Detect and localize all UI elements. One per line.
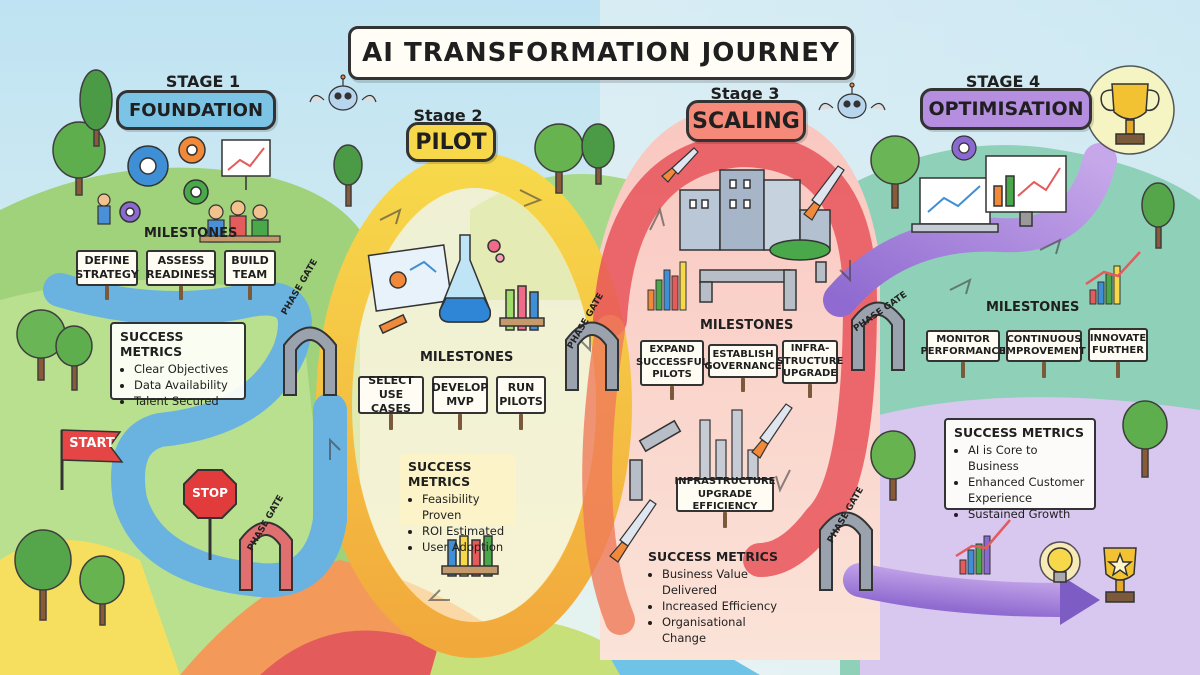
growth-chart-icon <box>1085 251 1141 305</box>
phase-gate-1 <box>283 326 337 396</box>
stage4-metric-2: Enhanced Customer Experience <box>968 474 1086 506</box>
start-label: START <box>69 436 115 451</box>
stage4-success-metrics: SUCCESS METRICS AI is Core to Business E… <box>944 418 1096 521</box>
title-banner: AI TRANSFORMATION JOURNEY <box>348 26 854 80</box>
stage3-name: SCALING <box>686 100 806 142</box>
stage1-metric-2: Data Availability <box>134 377 236 393</box>
stage1-milestone-3: BUILD TEAM <box>224 250 276 286</box>
robot-drone-icon <box>818 82 886 119</box>
monitor-icon <box>985 155 1067 227</box>
stage1-label: STAGE 1 <box>165 72 241 91</box>
stage4-milestones-title: MILESTONES <box>986 300 1080 315</box>
stage4-label: STAGE 4 <box>965 72 1041 91</box>
stage1-milestone-1: DEFINE STRATEGY <box>75 250 139 286</box>
stage3-metric-1: Business Value Delivered <box>662 566 782 598</box>
growth-chart-icon <box>955 519 1011 575</box>
stage1-name: FOUNDATION <box>116 90 276 130</box>
stage3-milestone-3: INFRA- STRUCTURE UPGRADE <box>777 340 843 384</box>
scaling-road <box>593 132 878 577</box>
start-flag-icon <box>60 429 124 490</box>
stage4-metric-3: Sustained Growth <box>968 506 1086 522</box>
chart-board-icon <box>221 139 271 190</box>
trophy-icon <box>1103 547 1137 603</box>
trophy-icon <box>1085 65 1175 155</box>
team-icon <box>97 193 281 243</box>
stage2-success-metrics: SUCCESS METRICS Feasibility Proven ROI E… <box>400 454 516 554</box>
lightbulb-icon <box>1039 541 1081 583</box>
lab-illustration <box>367 234 545 335</box>
stage1-metric-3: Talent Secured <box>134 393 236 409</box>
laptop-icon <box>911 177 999 233</box>
page-title: AI TRANSFORMATION JOURNEY <box>362 38 840 68</box>
stage3-metric-3: Organisational Change <box>662 614 782 646</box>
rocket-icon <box>661 147 699 183</box>
pipes-icon <box>629 261 827 501</box>
optimisation-road <box>823 143 1117 317</box>
bar-chart-icon <box>647 261 687 311</box>
phase-gate-3 <box>851 301 905 371</box>
stage3-label: Stage 3 <box>710 84 780 103</box>
stage1-milestones-title: MILESTONES <box>144 226 238 241</box>
stage2-metric-3: User Adoption <box>422 539 508 555</box>
phase-gate-2 <box>565 321 619 391</box>
rocket-icon <box>803 165 845 221</box>
gear-icon <box>951 135 977 161</box>
rocket-icon <box>751 403 793 459</box>
stage1-success-metrics: SUCCESS METRICS Clear Objectives Data Av… <box>110 322 246 408</box>
stage2-milestone-1: SELECT USE CASES <box>358 374 424 415</box>
stage3-metrics-title: SUCCESS METRICS <box>648 549 779 564</box>
stage4-metrics-title: SUCCESS METRICS <box>954 425 1085 440</box>
phase-gate-4 <box>239 521 293 591</box>
test-tubes-icon <box>441 535 499 577</box>
stage1-milestone-2: ASSESS READINESS <box>146 250 216 286</box>
foundation-road <box>43 273 347 598</box>
stage3-milestones-title: MILESTONES <box>700 318 794 333</box>
stage2-metrics-title: SUCCESS METRICS <box>408 459 472 489</box>
stage3-milestone-1: EXPAND SUCCESSFUL PILOTS <box>636 340 708 386</box>
track-arrows <box>329 189 1062 601</box>
stage2-metric-1: Feasibility Proven <box>422 491 508 523</box>
stop-sign-icon <box>183 469 237 560</box>
gear-icon-cluster <box>119 136 209 223</box>
trees <box>14 69 1175 626</box>
stop-label: STOP <box>192 486 228 500</box>
stage3-success-metrics: SUCCESS METRICS Business Value Delivered… <box>640 544 790 645</box>
stage4-milestone-1: MONITOR PERFORMANCE <box>920 330 1006 362</box>
stage4-milestone-2: CONTINUOUS IMPROVEMENT <box>1002 330 1086 362</box>
stage1-metrics-title: SUCCESS METRICS <box>120 329 184 359</box>
robot-drone-icon <box>309 74 377 111</box>
phase-gate-5 <box>819 511 873 591</box>
stage2-name: PILOT <box>406 122 496 162</box>
stage4-metric-1: AI is Core to Business <box>968 442 1086 474</box>
stage4-milestone-3: INNOVATE FURTHER <box>1088 328 1148 362</box>
stage3-extra-sign: INFRASTRUCTURE UPGRADE EFFICIENCY <box>674 476 776 513</box>
stage3-milestone-2: ESTABLISH GOVERNANCE <box>704 344 782 378</box>
stage4-name: OPTIMISATION <box>920 88 1092 130</box>
stage2-metric-2: ROI Estimated <box>422 523 508 539</box>
stage1-metric-1: Clear Objectives <box>134 361 236 377</box>
stage2-milestones-title: MILESTONES <box>420 350 514 365</box>
stage2-milestone-2: DEVELOP MVP <box>432 376 488 414</box>
rocket-icon <box>609 499 657 563</box>
stage2-label: Stage 2 <box>413 106 483 125</box>
stage3-metric-2: Increased Efficiency <box>662 598 782 614</box>
stage2-milestone-3: RUN PILOTS <box>496 376 546 414</box>
